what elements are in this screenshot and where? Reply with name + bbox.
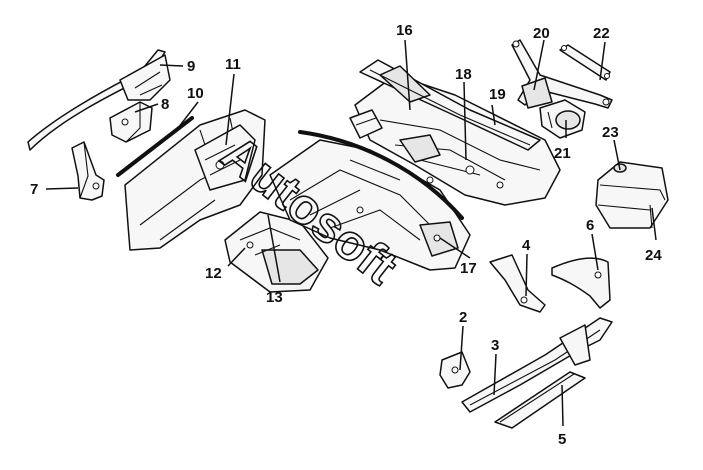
- callout-6: 6: [586, 217, 594, 234]
- part-23-reservoir: [595, 161, 669, 229]
- callout-13: 13: [266, 289, 283, 306]
- part-18-dash-panel: [354, 74, 561, 206]
- callout-2: 2: [459, 309, 467, 326]
- seal-strip: [298, 130, 464, 220]
- callout-19: 19: [489, 86, 506, 103]
- callout-5: 5: [558, 431, 566, 448]
- part-6-apron-bracket: [551, 257, 611, 309]
- callout-20: 20: [533, 25, 550, 42]
- callout-24: 24: [645, 247, 662, 264]
- callout-7: 7: [30, 181, 38, 198]
- part-16-cowl-top: [359, 59, 541, 151]
- callout-labels: 2 3 4 5 6 7 8 9 10 11 12 13 16 17 18 19 …: [30, 22, 662, 448]
- part-19-cowl-vent: [349, 109, 383, 139]
- callout-23: 23: [602, 124, 619, 141]
- part-20-wiper-linkage: [511, 39, 613, 109]
- part-21-wiper-motor: [539, 99, 586, 139]
- callout-12: 12: [205, 265, 222, 282]
- callout-22: 22: [593, 25, 610, 42]
- callout-8: 8: [161, 96, 169, 113]
- part-4-bracket: [489, 254, 546, 313]
- part-22-wiper-arm-link: [559, 44, 611, 81]
- part-10-strip: [116, 116, 194, 177]
- callout-10: 10: [187, 85, 204, 102]
- part-2-bracket: [439, 351, 471, 389]
- callout-9: 9: [187, 58, 195, 75]
- part-3-frame-rail: [461, 317, 613, 413]
- callout-17: 17: [460, 260, 477, 277]
- callout-4: 4: [522, 237, 531, 254]
- part-11-apron-assembly: [124, 109, 266, 251]
- part-7-bracket: [71, 141, 105, 201]
- callout-21: 21: [554, 145, 571, 162]
- part-9-pillar-panel: [27, 49, 171, 151]
- callout-11: 11: [225, 56, 241, 73]
- callout-16: 16: [396, 22, 413, 39]
- leader-lines: [45, 39, 657, 427]
- callout-18: 18: [455, 66, 472, 83]
- callout-3: 3: [491, 337, 499, 354]
